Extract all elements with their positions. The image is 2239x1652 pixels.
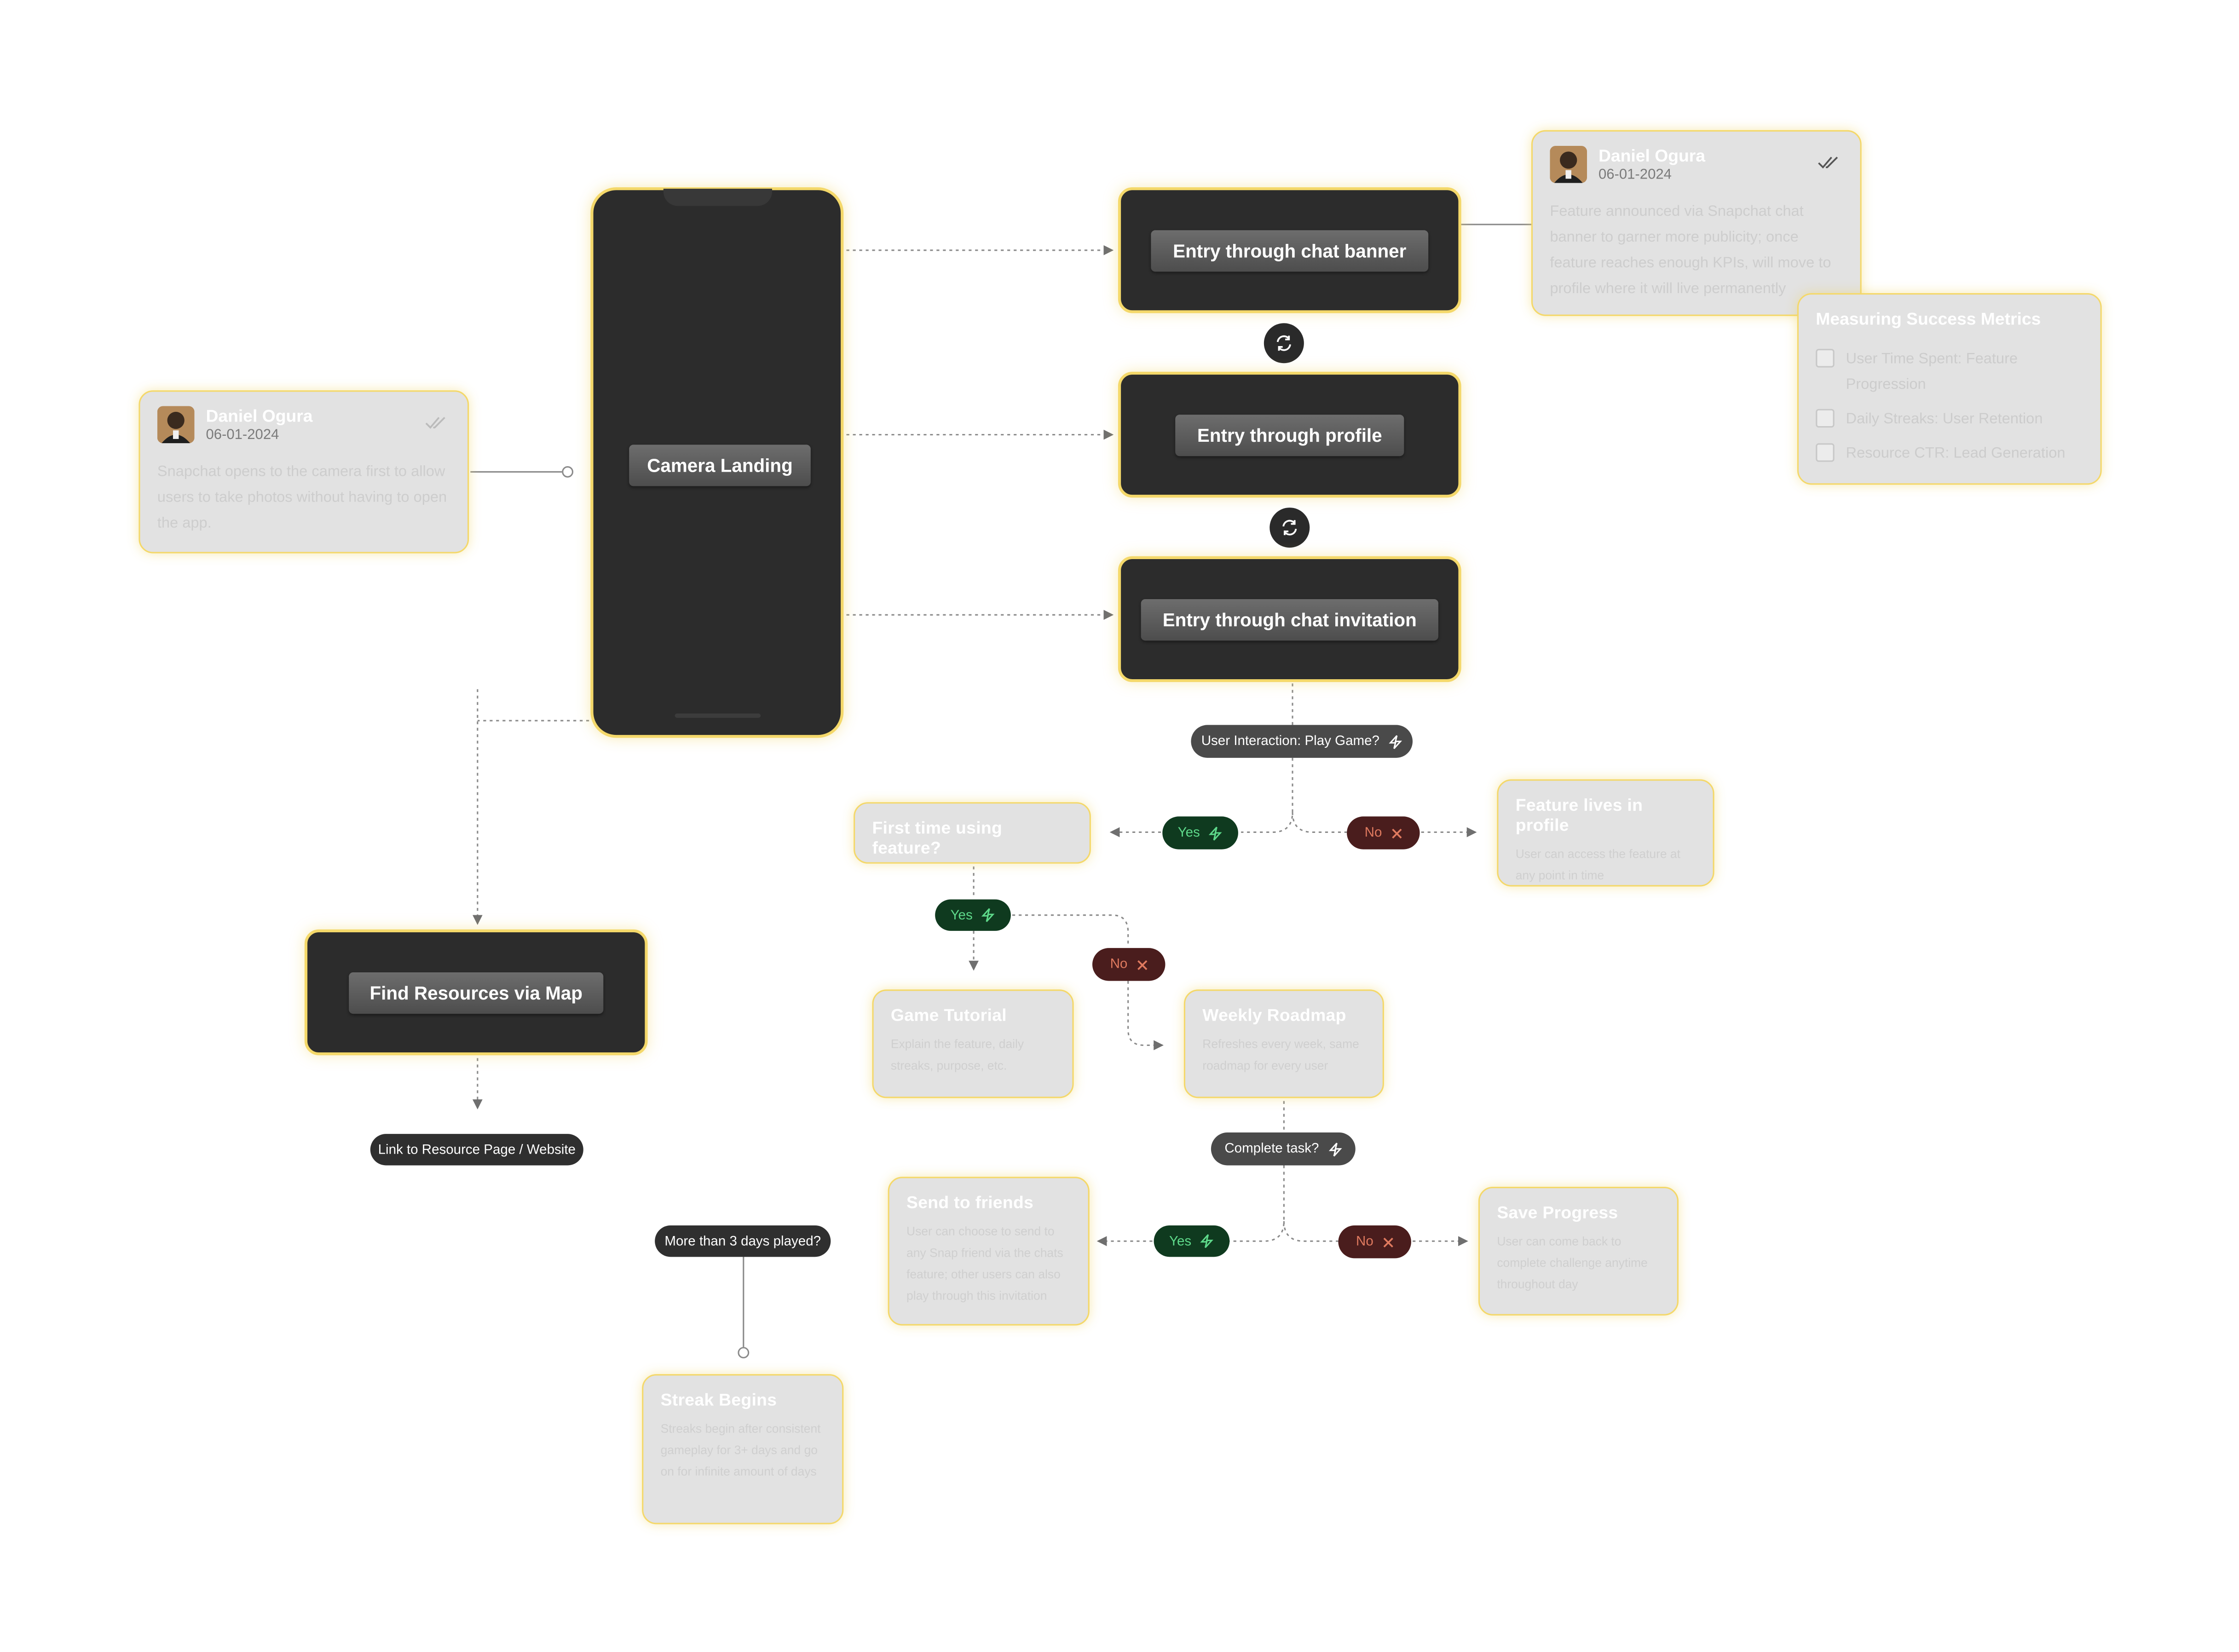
complete-task-label: Complete task? (1224, 1141, 1319, 1157)
card-title: Game Tutorial (890, 1005, 1007, 1025)
swap-icon[interactable] (1270, 508, 1310, 548)
no-chip[interactable]: No (1347, 816, 1420, 849)
play-game-label: User Interaction: Play Game? (1201, 734, 1379, 750)
link-resource-chip[interactable]: Link to Resource Page / Website (370, 1134, 583, 1166)
entry-chat-invitation-node[interactable]: Entry through chat invitation (1118, 556, 1461, 682)
send-friends-card[interactable]: Send to friends User can choose to send … (888, 1177, 1090, 1326)
no-chip[interactable]: No (1338, 1225, 1411, 1259)
card-description: User can access the feature at any point… (1515, 846, 1680, 883)
comment-date: 06-01-2024 (206, 427, 279, 444)
streak-begins-card[interactable]: Streak Begins Streaks begin after consis… (642, 1374, 844, 1525)
card-description: Streaks begin after consistent gameplay … (660, 1421, 821, 1479)
find-resources-label[interactable]: Find Resources via Map (348, 971, 604, 1013)
first-time-card[interactable]: First time using feature? (854, 802, 1091, 864)
metric-item[interactable]: User Time Spent: Feature Progression (1816, 346, 2083, 398)
more-than-3-days-chip[interactable]: More than 3 days played? (655, 1225, 831, 1257)
metric-label: Daily Streaks: User Retention (1846, 410, 2043, 428)
double-check-icon (1817, 151, 1840, 177)
feature-profile-card[interactable]: Feature lives in profile User can access… (1497, 779, 1714, 887)
metric-checkbox[interactable] (1816, 409, 1835, 428)
lightning-icon (1328, 1142, 1342, 1156)
card-description: User can come back to complete challenge… (1497, 1234, 1648, 1291)
play-game-chip[interactable]: User Interaction: Play Game? (1191, 725, 1413, 758)
more-than-3-days-label: More than 3 days played? (664, 1233, 821, 1249)
complete-task-chip[interactable]: Complete task? (1211, 1132, 1356, 1166)
comment-card[interactable]: Daniel Ogura 06-01-2024 Feature announce… (1531, 130, 1862, 316)
card-description: User can choose to send to any Snap frie… (906, 1224, 1063, 1303)
no-label: No (1364, 825, 1382, 841)
lightning-icon (1388, 734, 1402, 749)
anchor-dot-phone (562, 466, 574, 478)
comment-text: Feature announced via Snapchat chat bann… (1550, 203, 1831, 298)
yes-label: Yes (1169, 1233, 1192, 1249)
connector-yes-roadmap (1012, 914, 1129, 947)
yes-label: Yes (1177, 825, 1200, 841)
no-chip[interactable]: No (1092, 948, 1166, 981)
comment-text: Snapchat opens to the camera first to al… (157, 463, 447, 532)
lightning-icon (1200, 1234, 1214, 1248)
avatar (1550, 145, 1587, 183)
entry-chat-banner-label[interactable]: Entry through chat banner (1151, 229, 1428, 271)
metric-item[interactable]: Resource CTR: Lead Generation (1816, 440, 2083, 466)
entry-chat-invitation-label[interactable]: Entry through chat invitation (1141, 598, 1438, 640)
close-icon (1137, 959, 1147, 970)
phone-notch (663, 189, 772, 206)
comment-author: Daniel Ogura (206, 406, 313, 426)
connector-phone-map (478, 689, 589, 924)
card-title: Weekly Roadmap (1202, 1005, 1346, 1025)
card-title: First time using feature? (872, 818, 1003, 858)
card-title: Feature lives in profile (1515, 795, 1643, 835)
camera-landing-label[interactable]: Camera Landing (629, 445, 811, 486)
comment-author: Daniel Ogura (1598, 145, 1706, 166)
card-title: Save Progress (1497, 1202, 1618, 1223)
connector-no-roadmap (1127, 981, 1164, 1051)
connector-play-split (1241, 757, 1347, 833)
yes-chip[interactable]: Yes (935, 899, 1011, 931)
game-tutorial-card[interactable]: Game Tutorial Explain the feature, daily… (872, 989, 1074, 1098)
comment-date: 06-01-2024 (1598, 167, 1672, 183)
double-check-icon (425, 412, 448, 438)
metric-label: Resource CTR: Lead Generation (1846, 445, 2066, 462)
no-label: No (1356, 1234, 1373, 1250)
metric-checkbox[interactable] (1816, 349, 1835, 368)
swap-icon[interactable] (1264, 323, 1304, 364)
card-description: Refreshes every week, same roadmap for e… (1202, 1036, 1359, 1073)
metric-item[interactable]: Daily Streaks: User Retention (1816, 406, 2083, 432)
no-label: No (1110, 956, 1128, 972)
close-icon (1383, 1237, 1393, 1247)
find-resources-node[interactable]: Find Resources via Map (304, 929, 648, 1056)
card-title: Send to friends (906, 1192, 1034, 1213)
lightning-icon (981, 908, 995, 922)
success-metrics-card[interactable]: Measuring Success Metrics User Time Spen… (1797, 293, 2102, 485)
close-icon (1391, 828, 1402, 838)
yes-chip[interactable]: Yes (1154, 1225, 1230, 1257)
card-title: Streak Begins (660, 1390, 777, 1410)
entry-profile-label[interactable]: Entry through profile (1176, 414, 1404, 456)
yes-chip[interactable]: Yes (1162, 816, 1238, 849)
connector-task-split (1229, 1165, 1339, 1242)
card-description: Explain the feature, daily streaks, purp… (890, 1036, 1024, 1073)
entry-chat-banner-node[interactable]: Entry through chat banner (1118, 187, 1461, 313)
entry-profile-node[interactable]: Entry through profile (1118, 371, 1461, 498)
save-progress-card[interactable]: Save Progress User can come back to comp… (1478, 1187, 1679, 1316)
metric-label: User Time Spent: Feature Progression (1846, 350, 2018, 393)
yes-label: Yes (950, 907, 973, 923)
link-resource-label: Link to Resource Page / Website (378, 1142, 576, 1158)
lightning-icon (1209, 826, 1223, 840)
weekly-roadmap-card[interactable]: Weekly Roadmap Refreshes every week, sam… (1183, 989, 1384, 1098)
camera-landing-phone[interactable]: Camera Landing (590, 187, 844, 738)
metrics-title: Measuring Success Metrics (1816, 309, 2041, 329)
metric-checkbox[interactable] (1816, 443, 1835, 462)
avatar (157, 406, 195, 444)
phone-home-bar (674, 713, 760, 718)
comment-card[interactable]: Daniel Ogura 06-01-2024 Snapchat opens t… (138, 390, 469, 554)
anchor-dot-streak (738, 1347, 750, 1358)
